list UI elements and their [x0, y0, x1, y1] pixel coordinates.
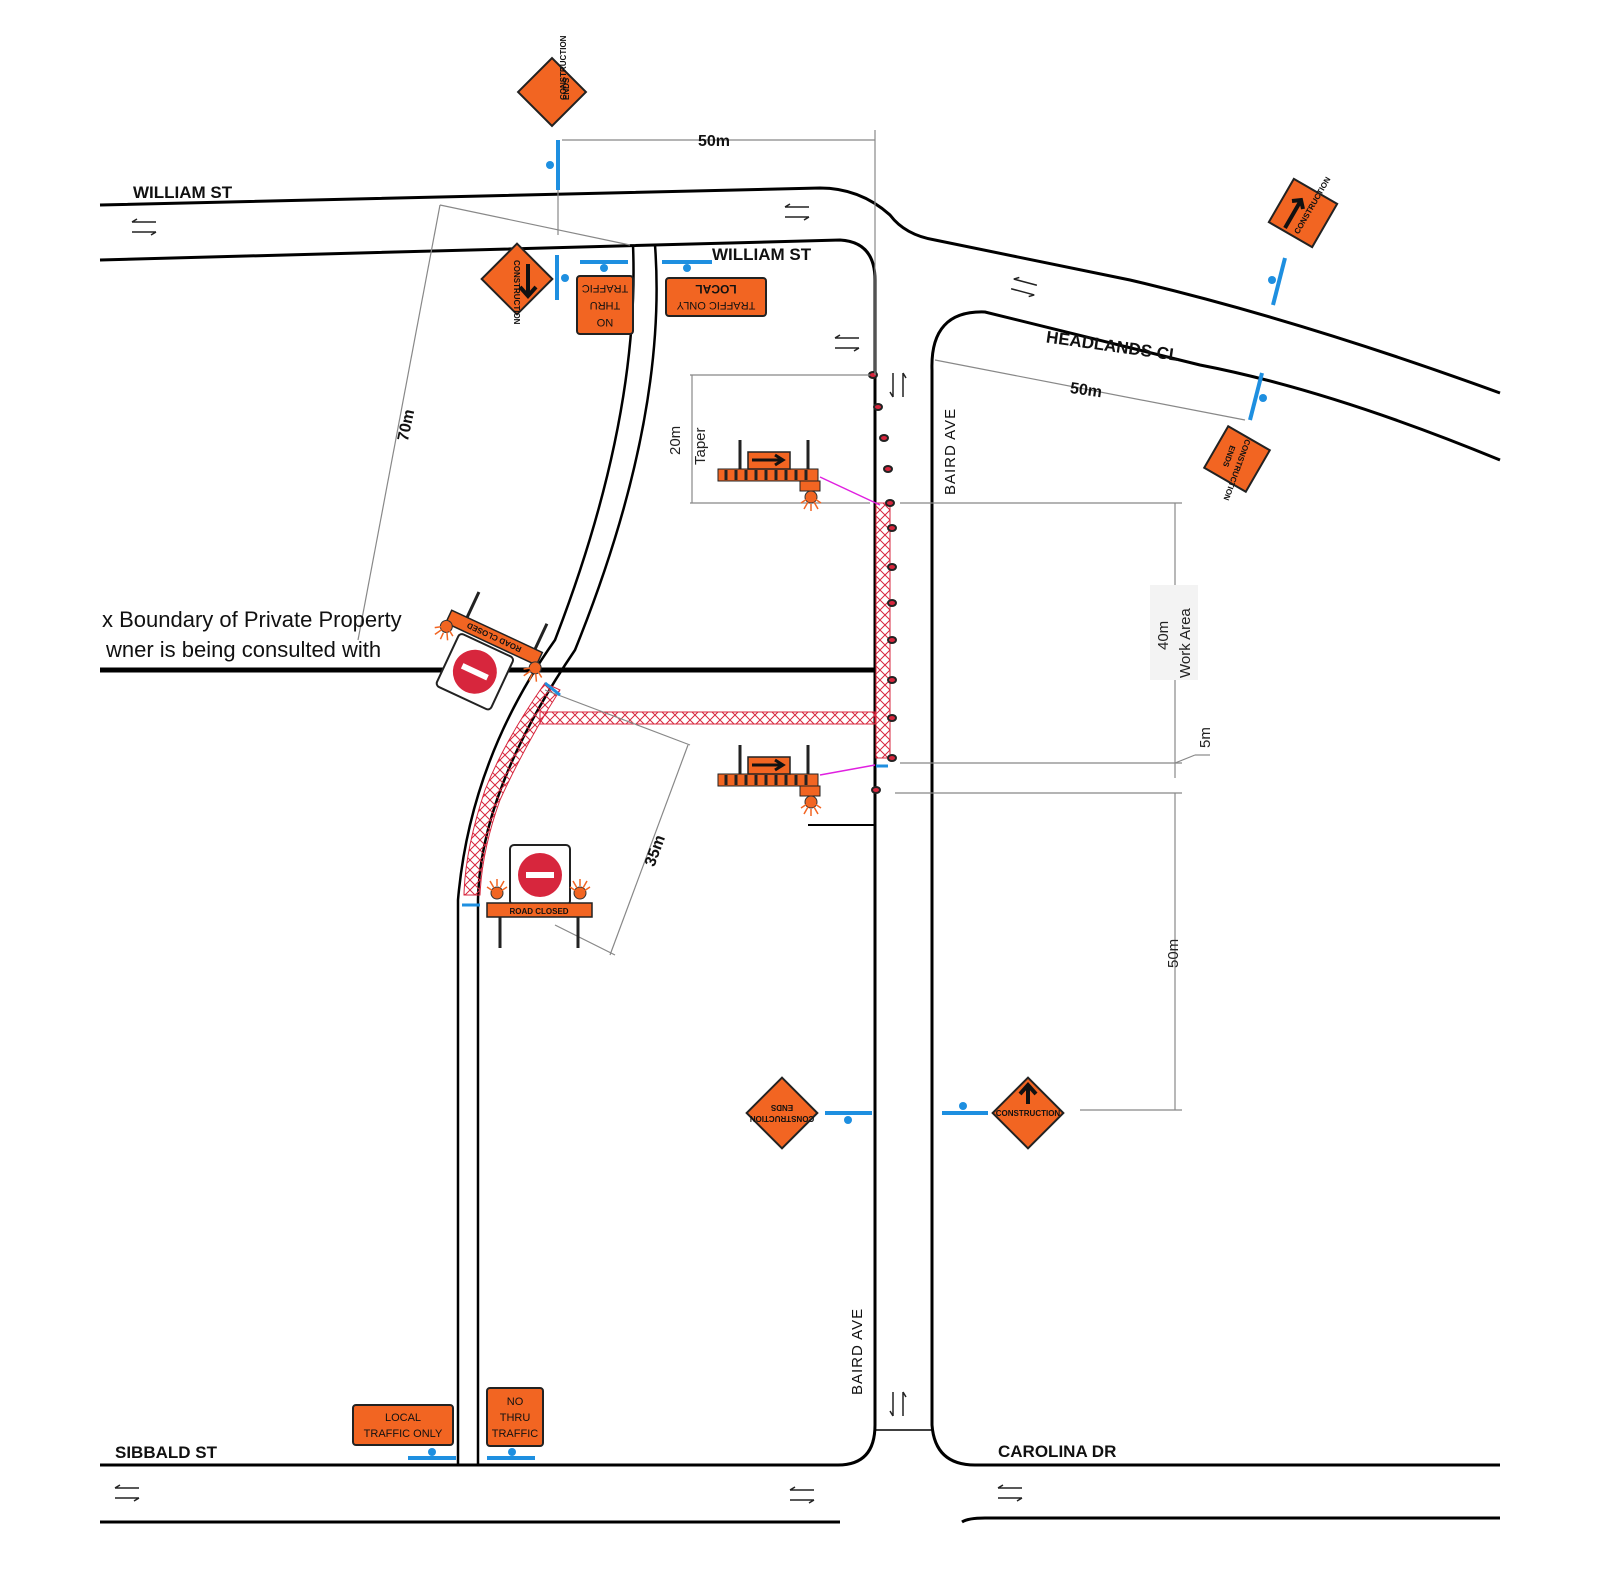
- note-line-1: x Boundary of Private Property: [102, 607, 402, 632]
- sign-text-no-thru-south-3: TRAFFIC: [492, 1428, 538, 1440]
- label-baird-ave-south: BAIRD AVE: [849, 1308, 866, 1395]
- sign-text-construction-ends-1: CONSTRUCTION: [559, 35, 568, 100]
- headlands-south-edge: [930, 310, 1501, 1467]
- sign-text-construction-william: CONSTRUCTION: [512, 260, 521, 325]
- sign-text-construction-ends-south-1: CONSTRUCTION: [750, 1114, 815, 1123]
- dim-taper-label: Taper: [692, 427, 709, 465]
- dim-lower-50m: 50m: [1165, 939, 1182, 968]
- sign-text-local-south-1: LOCAL: [385, 1412, 421, 1424]
- william-st-north-edge: [99, 186, 1501, 395]
- street-labels: WILLIAM ST WILLIAM ST HEADLANDS CL BAIRD…: [115, 183, 1180, 1462]
- sign-text-construction-ends-2: ENDS: [562, 77, 571, 100]
- sign-construction-ends-top: CONSTRUCTION ENDS: [516, 35, 588, 190]
- work-zone-baird: [875, 502, 891, 759]
- sign-text-no-thru-north-2: THRU: [590, 299, 621, 311]
- sign-construction-headlands: CONSTRUCTION: [1267, 175, 1339, 306]
- dim-top-50m: 50m: [698, 133, 730, 150]
- sign-no-thru-south: NO THRU TRAFFIC: [486, 1387, 544, 1460]
- dim-35m: 35m: [642, 833, 669, 869]
- traffic-arrows: [114, 203, 1039, 1504]
- label-headlands-cl: HEADLANDS CL: [1045, 327, 1180, 364]
- label-sibbald-st: SIBBALD ST: [115, 1443, 218, 1462]
- sign-construction-ends-headlands: CONSTRUCTION ENDS: [1202, 372, 1272, 502]
- note-line-2: wner is being consulted with: [105, 637, 381, 662]
- carolina-south-edge: [961, 1516, 1500, 1524]
- barricade-road-closed-tilted: ROAD CLOSED: [430, 591, 549, 711]
- label-william-st-west: WILLIAM ST: [133, 183, 233, 202]
- sign-text-road-closed-south: ROAD CLOSED: [509, 907, 568, 916]
- label-baird-ave-north: BAIRD AVE: [942, 408, 959, 495]
- sign-text-no-thru-south-1: NO: [507, 1396, 524, 1408]
- dim-taper-20m: 20m: [667, 426, 684, 455]
- sign-text-local-south-2: TRAFFIC ONLY: [364, 1428, 443, 1440]
- work-zone-lane: [463, 682, 561, 896]
- sign-text-construction-ends-south-2: ENDS: [770, 1103, 793, 1112]
- arrow-board-south: [717, 745, 888, 817]
- work-zone-hatch: [463, 502, 891, 896]
- dim-70m: 70m: [395, 408, 418, 443]
- sign-no-thru-north: NO THRU TRAFFIC: [576, 260, 634, 335]
- dim-headlands-50m: 50m: [1069, 380, 1103, 401]
- roadways: [99, 186, 1501, 1524]
- label-william-st-east: WILLIAM ST: [712, 245, 812, 264]
- dimension-labels: 50m 50m 70m 35m 20m Taper 40m Work Area …: [395, 133, 1214, 968]
- sign-text-local-north-2: TRAFFIC ONLY: [676, 299, 755, 311]
- barricade-road-closed-south: ROAD CLOSED: [462, 681, 593, 948]
- label-carolina-dr: CAROLINA DR: [998, 1442, 1116, 1461]
- sign-text-no-thru-north-1: TRAFFIC: [582, 282, 628, 294]
- work-zone-crossing: [539, 711, 876, 725]
- sign-construction-william: CONSTRUCTION: [480, 242, 569, 325]
- dim-work-label: Work Area: [1177, 608, 1194, 678]
- sign-construction-ends-south: CONSTRUCTION ENDS: [745, 1076, 872, 1150]
- sign-text-no-thru-south-2: THRU: [500, 1412, 531, 1424]
- sign-text-construction-south: CONSTRUCTION: [996, 1109, 1061, 1118]
- sign-text-no-thru-north-3: NO: [596, 316, 613, 328]
- william-st-south-edge: [99, 238, 877, 1467]
- property-note: x Boundary of Private Property wner is b…: [102, 607, 402, 662]
- arrow-board-north: [717, 440, 881, 512]
- sign-text-local-north-1: LOCAL: [695, 282, 736, 296]
- sign-construction-south: CONSTRUCTION: [942, 1076, 1065, 1150]
- dim-work-40m: 40m: [1155, 621, 1172, 650]
- sign-local-traffic-south: LOCAL TRAFFIC ONLY: [352, 1404, 456, 1460]
- sign-local-traffic-north: TRAFFIC ONLY LOCAL: [662, 260, 767, 317]
- dim-buffer-5m: 5m: [1197, 727, 1214, 748]
